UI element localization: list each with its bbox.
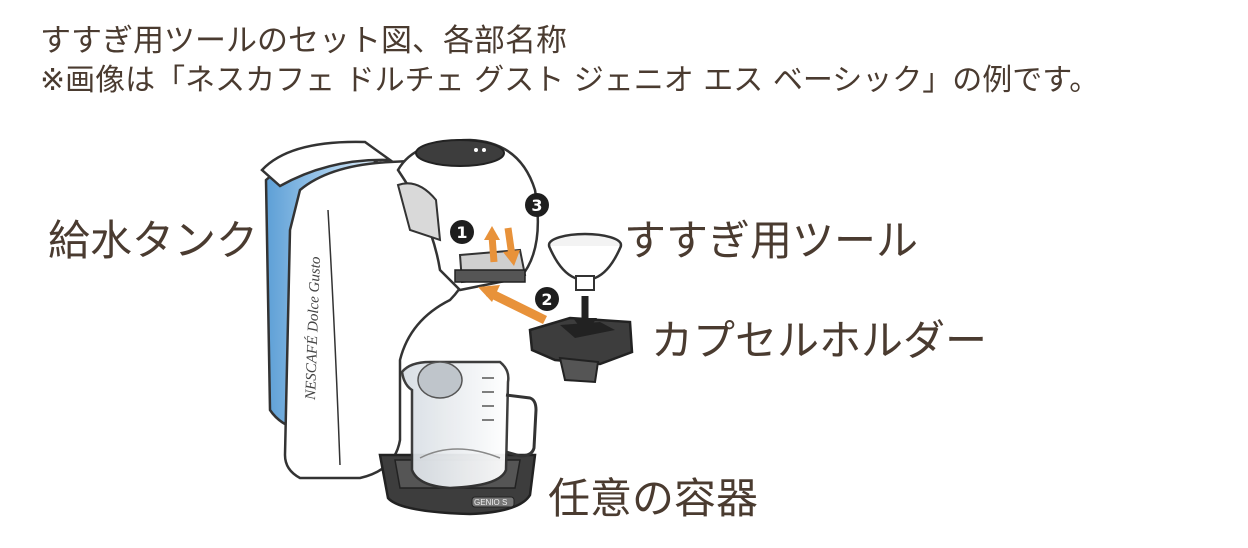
step-marker-3: 3	[525, 193, 549, 217]
capsule-holder	[528, 316, 634, 384]
step-1-label: 1	[456, 223, 467, 242]
step-3-label: 3	[531, 196, 542, 215]
rinse-tool-funnel	[547, 232, 623, 291]
label-container: 任意の容器	[548, 474, 759, 523]
orange-arrows	[478, 226, 547, 325]
step-2-label: 2	[541, 290, 552, 309]
machine-head	[396, 138, 540, 292]
arrow-down-icon	[573, 296, 597, 334]
container-jug	[400, 360, 538, 490]
heading-line-2: ※画像は「ネスカフェ ドルチェ グスト ジェニオ エス ベーシック」の例です。	[40, 63, 1100, 98]
heading-line-1: すすぎ用ツールのセット図、各部名称	[40, 23, 567, 59]
label-rinse-tool: すすぎ用ツール	[624, 216, 919, 265]
brand-text: NESCAFÉ Dolce Gusto	[302, 256, 324, 401]
model-text: GENIO S	[474, 498, 507, 507]
label-water-tank: 給水タンク	[48, 216, 259, 265]
machine-body: NESCAFÉ Dolce Gusto	[283, 158, 472, 480]
label-capsule-holder: カプセルホルダー	[651, 316, 988, 365]
step-marker-1: 1	[450, 220, 474, 244]
step-marker-2: 2	[535, 287, 559, 311]
